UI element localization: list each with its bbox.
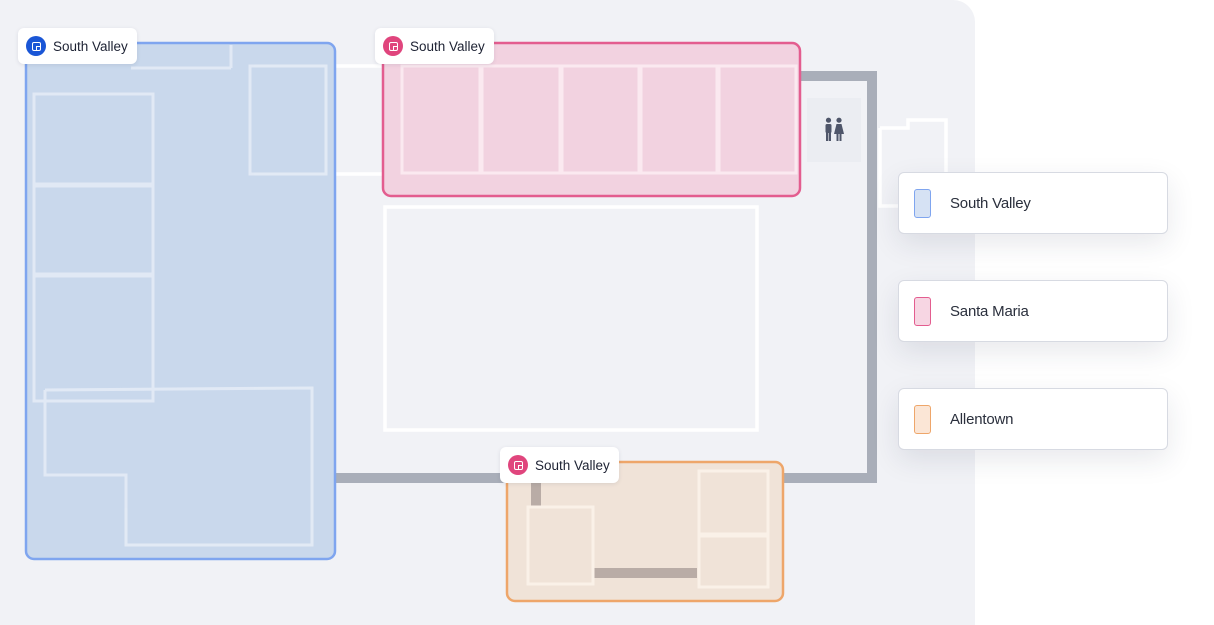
- floor-plan: [24, 41, 948, 603]
- legend-label: South Valley: [950, 194, 1031, 212]
- zone-tag-blue[interactable]: South Valley: [18, 28, 137, 64]
- legend-item-santa-maria[interactable]: Santa Maria: [898, 280, 1168, 342]
- zone-tag-orange[interactable]: South Valley: [500, 447, 619, 483]
- zone-south-valley-orange[interactable]: [505, 460, 785, 603]
- zone-area-blue[interactable]: [24, 41, 337, 561]
- zone-south-valley-pink[interactable]: [381, 41, 802, 198]
- zone-area-orange[interactable]: [505, 460, 785, 603]
- legend-label: Santa Maria: [950, 302, 1029, 320]
- zone-tag-label: South Valley: [53, 38, 128, 54]
- restroom-area[interactable]: [807, 98, 861, 162]
- zone-marker-icon: [26, 36, 46, 56]
- zone-tag-pink[interactable]: South Valley: [375, 28, 494, 64]
- zone-pink-rooms: [400, 64, 798, 175]
- legend-swatch: [914, 404, 931, 434]
- legend-item-allentown[interactable]: Allentown: [898, 388, 1168, 450]
- zone-marker-icon: [383, 36, 403, 56]
- zone-tag-label: South Valley: [535, 457, 610, 473]
- restroom-icon: [825, 117, 844, 141]
- zone-south-valley-blue[interactable]: [24, 41, 337, 561]
- zone-orange-rooms: [526, 469, 770, 589]
- legend-label: Allentown: [950, 410, 1014, 428]
- legend-swatch: [914, 188, 931, 218]
- legend-item-south-valley[interactable]: South Valley: [898, 172, 1168, 234]
- zone-area-pink[interactable]: [381, 41, 802, 198]
- zone-tag-label: South Valley: [410, 38, 485, 54]
- legend-swatch: [914, 296, 931, 326]
- room-outlines: [330, 64, 948, 432]
- zone-marker-icon: [508, 455, 528, 475]
- zone-blue-rooms: [32, 45, 328, 547]
